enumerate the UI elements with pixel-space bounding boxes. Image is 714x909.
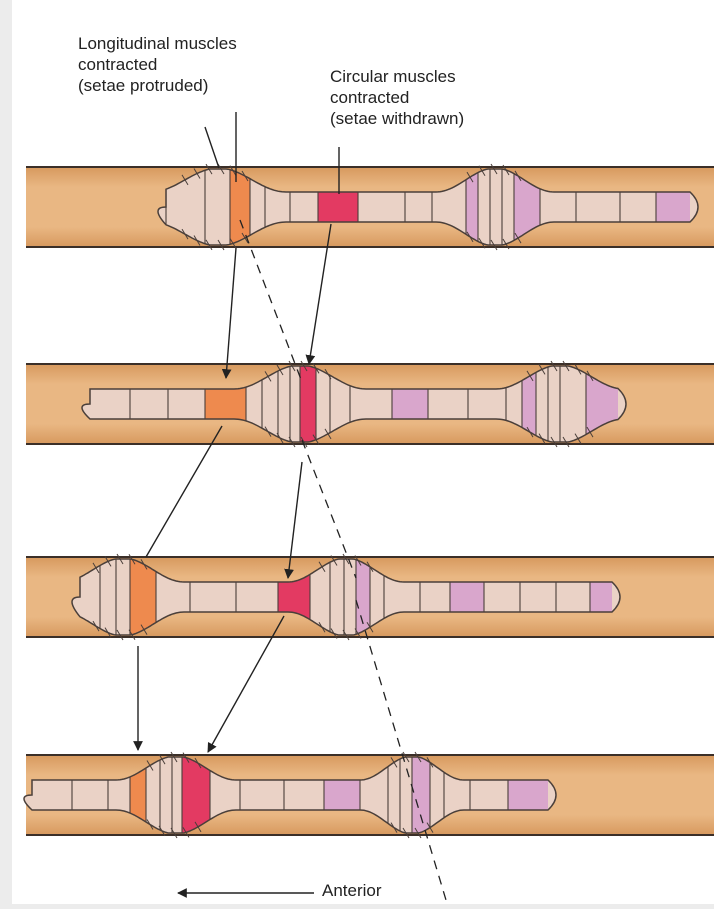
circular-label-line-3: (setae withdrawn) xyxy=(330,108,464,129)
colored-segment xyxy=(356,557,370,637)
worm-stage-1 xyxy=(26,164,714,250)
worm-stage-4 xyxy=(24,752,714,838)
colored-segment xyxy=(300,364,316,444)
longitudinal-muscles-label: Longitudinal muscles contracted (setae p… xyxy=(78,33,237,96)
worm-stage-2 xyxy=(26,361,714,447)
longitudinal-label-line-1: Longitudinal muscles xyxy=(78,33,237,54)
circular-label-line-2: contracted xyxy=(330,87,464,108)
anterior-label: Anterior xyxy=(322,880,382,901)
circular-muscles-label: Circular muscles contracted (setae withd… xyxy=(330,66,464,129)
circular-label-line-1: Circular muscles xyxy=(330,66,464,87)
worm-stage-3 xyxy=(26,554,714,640)
longitudinal-label-line-2: contracted xyxy=(78,54,237,75)
longitudinal-label-line-3: (setae protruded) xyxy=(78,75,237,96)
